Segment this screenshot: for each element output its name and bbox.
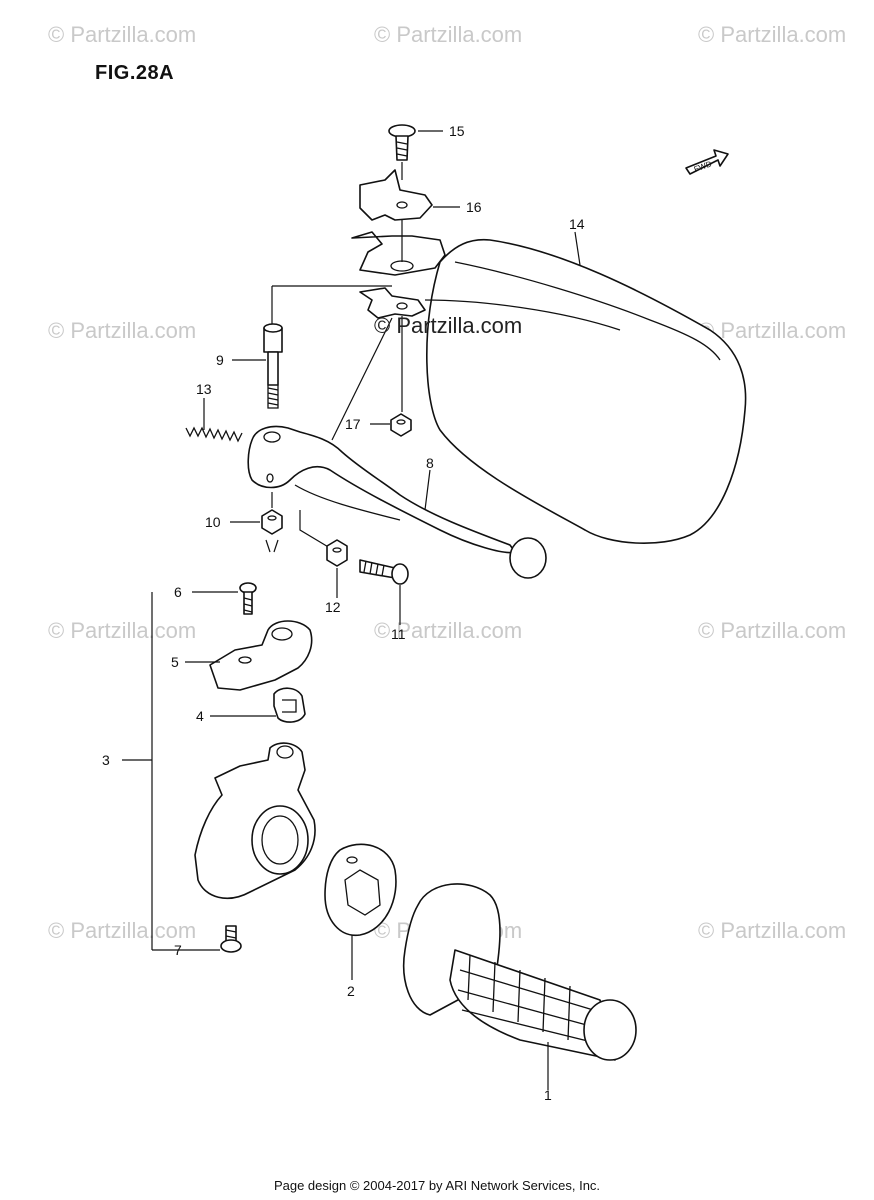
label-3: 3	[102, 752, 110, 768]
clutch-lever[interactable]	[247, 425, 547, 579]
label-12: 12	[325, 599, 341, 615]
clamp-plate[interactable]	[359, 169, 433, 221]
label-16: 16	[466, 199, 482, 215]
label-8: 8	[426, 455, 434, 471]
nut-12[interactable]	[326, 539, 348, 567]
clip[interactable]	[273, 687, 306, 723]
center-watermark: © Partzilla.com	[374, 313, 523, 338]
watermark-bottom-right: © Partzilla.com	[698, 918, 847, 943]
label-14: 14	[569, 216, 585, 232]
watermark-top-right: © Partzilla.com	[698, 22, 847, 47]
clamp-cover[interactable]	[209, 620, 313, 691]
pivot-bolt[interactable]	[263, 323, 283, 409]
label-11: 11	[391, 626, 406, 642]
watermark-lower-center: © Partzilla.com	[374, 618, 523, 643]
throttle-collar[interactable]	[324, 843, 397, 937]
label-15: 15	[449, 123, 465, 139]
watermark-mid-left: © Partzilla.com	[48, 318, 197, 343]
label-9: 9	[216, 352, 224, 368]
watermark-lower-left: © Partzilla.com	[48, 618, 197, 643]
label-4: 4	[196, 708, 204, 724]
watermark-top-center: © Partzilla.com	[374, 22, 523, 47]
label-5: 5	[171, 654, 179, 670]
guard-bracket[interactable]	[351, 231, 446, 319]
bolt-11[interactable]	[359, 559, 409, 585]
figure-title: FIG.28A	[95, 62, 175, 84]
watermark-bottom-left: © Partzilla.com	[48, 918, 197, 943]
screw-6[interactable]	[239, 582, 257, 615]
label-2: 2	[347, 983, 355, 999]
fwd-label: FWD	[693, 159, 713, 174]
label-1: 1	[544, 1087, 552, 1103]
footer-credit: Page design © 2004-2017 by ARI Network S…	[273, 1178, 601, 1193]
label-7: 7	[174, 942, 182, 958]
fwd-arrow-icon: FWD	[685, 149, 729, 175]
watermark-top-left: © Partzilla.com	[48, 22, 197, 47]
hand-guard[interactable]	[424, 238, 747, 544]
watermark-mid-right: © Partzilla.com	[698, 318, 847, 343]
nut-17[interactable]	[390, 413, 412, 437]
label-17: 17	[345, 416, 361, 432]
spring[interactable]	[185, 426, 243, 443]
screw-7[interactable]	[220, 925, 242, 953]
grip[interactable]	[402, 883, 637, 1061]
lever-holder[interactable]	[194, 742, 316, 900]
label-13: 13	[196, 381, 212, 397]
leader-lines	[122, 130, 581, 1090]
label-10: 10	[205, 514, 221, 530]
screw-top[interactable]	[388, 124, 416, 161]
nut-10[interactable]	[261, 509, 283, 535]
label-6: 6	[174, 584, 182, 600]
watermark-lower-right: © Partzilla.com	[698, 618, 847, 643]
